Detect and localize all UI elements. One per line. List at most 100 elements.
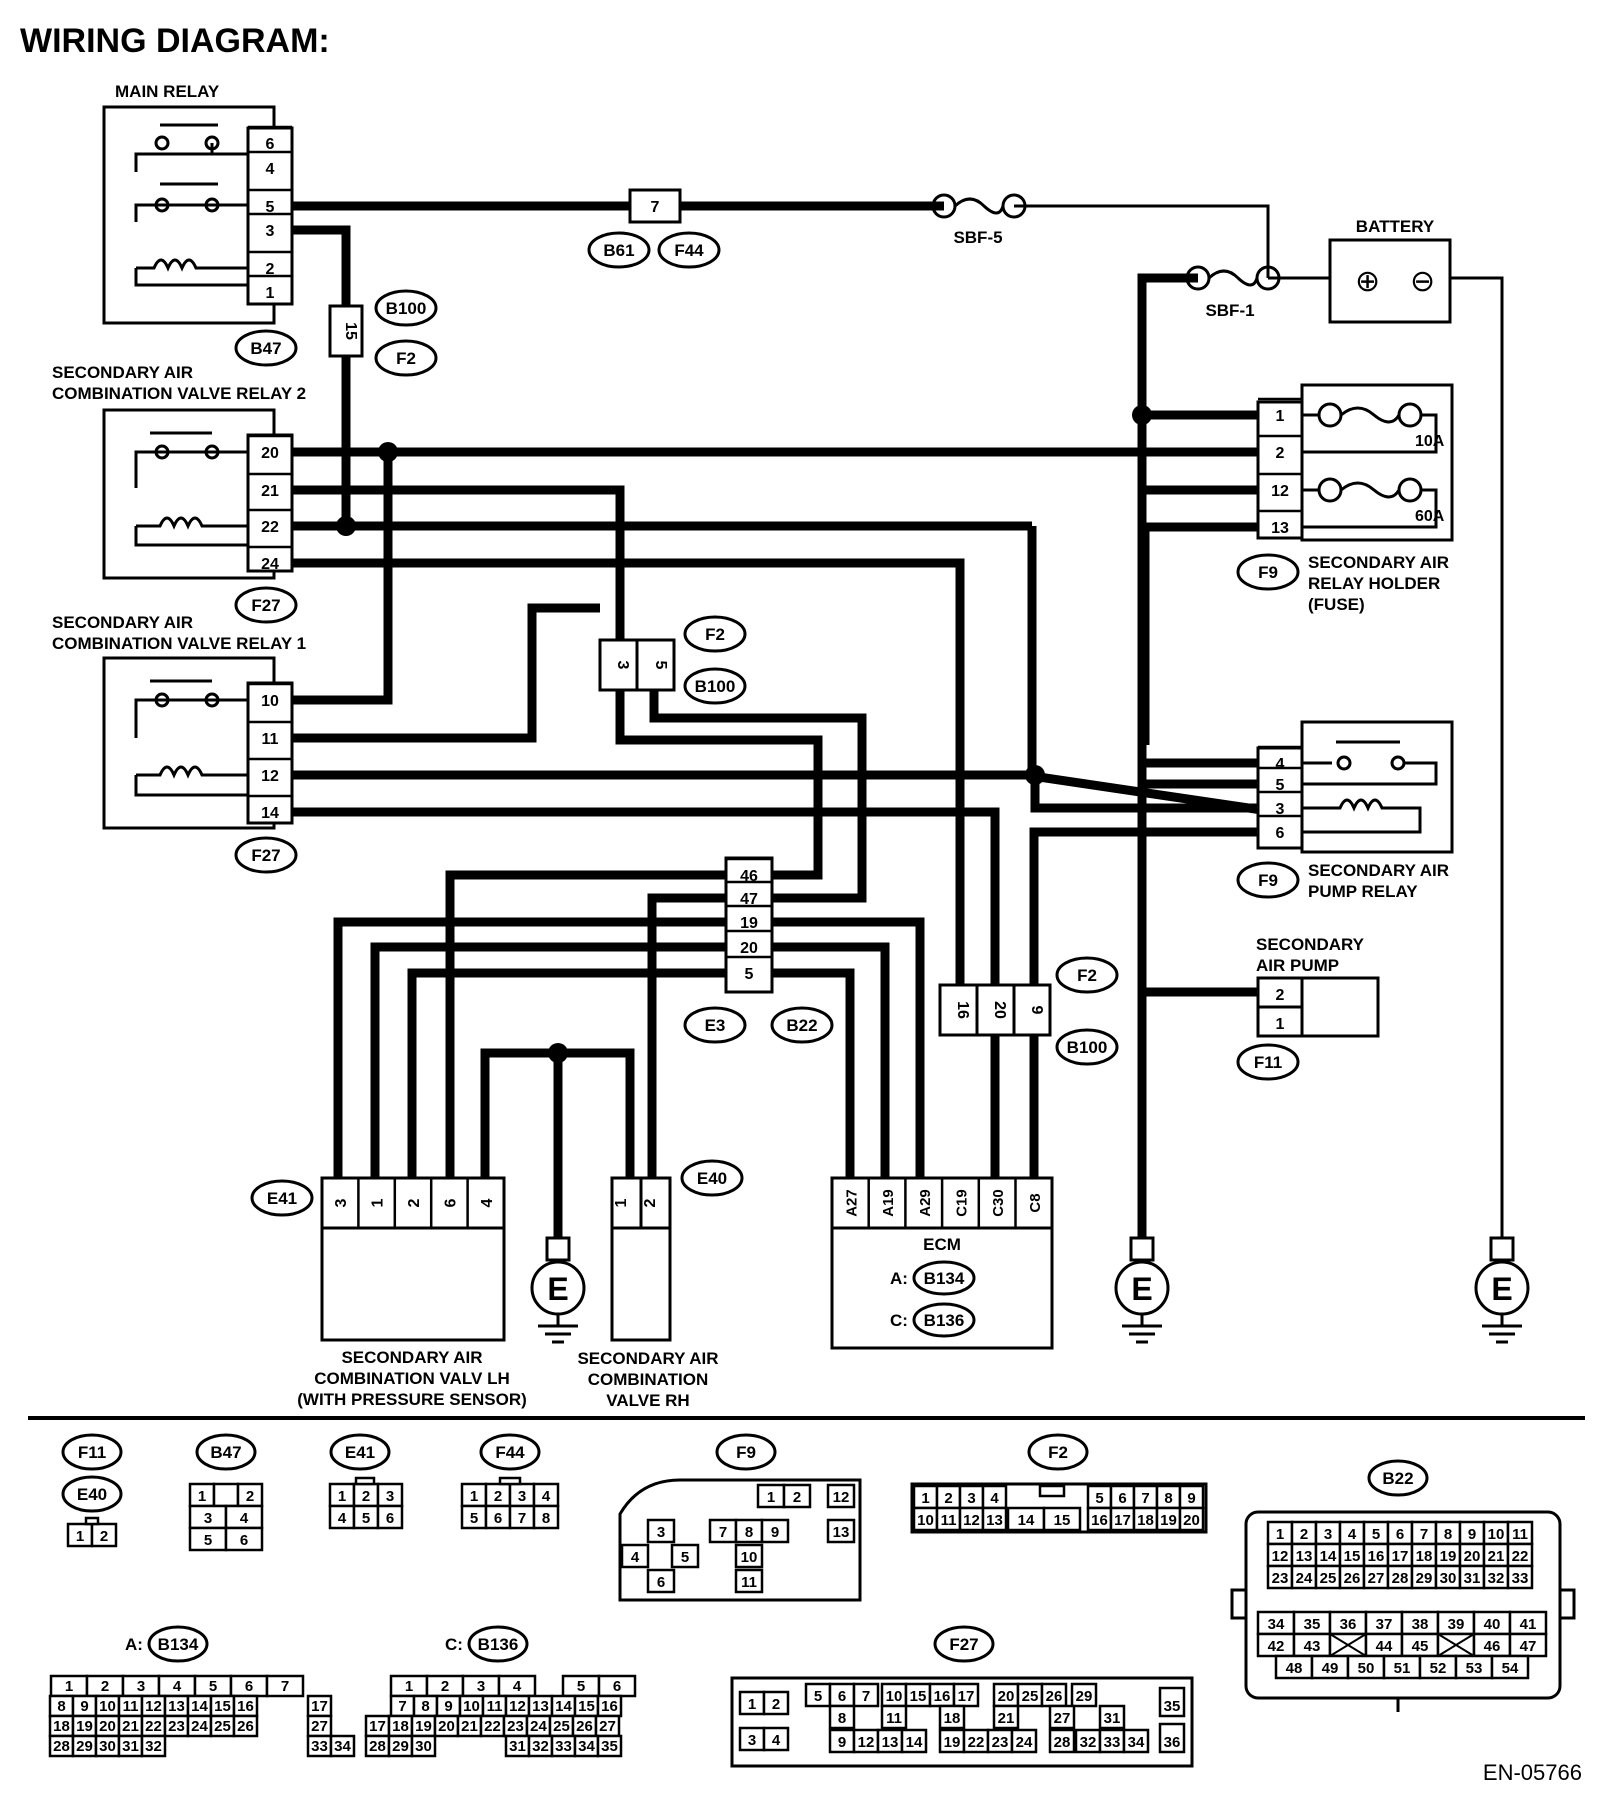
connector-pin: 31 <box>122 1738 139 1755</box>
connector-pin: 29 <box>1076 1688 1093 1705</box>
svg-text:B22: B22 <box>786 1016 817 1035</box>
connector-pin: 7 <box>1141 1490 1149 1507</box>
joint-b100-top: 15 B100 F2 <box>328 289 438 377</box>
connector-pin: 4 <box>240 1510 249 1527</box>
connector-pin: 7 <box>398 1698 406 1715</box>
connector-pin: 1 <box>198 1488 206 1505</box>
connector-pin: 24 <box>1296 1570 1313 1587</box>
connector-pin: 4 <box>173 1678 182 1695</box>
connector-pin: 3 <box>386 1488 394 1505</box>
connector-pin: 19 <box>1160 1512 1177 1529</box>
svg-text:AIR PUMP: AIR PUMP <box>1256 956 1339 975</box>
connector-pin: 19 <box>76 1718 93 1735</box>
connector-pin: 27 <box>599 1718 616 1735</box>
connector-pin: 3 <box>518 1488 526 1505</box>
connector-pin: 33 <box>311 1738 328 1755</box>
ecm-pin: A27 <box>843 1189 860 1217</box>
wires <box>290 201 1504 1238</box>
connector-pin: 32 <box>145 1738 162 1755</box>
connector-pin: 10 <box>99 1698 116 1715</box>
connector-pin: 17 <box>958 1688 975 1705</box>
connector-pin: 23 <box>168 1718 185 1735</box>
svg-text:B136: B136 <box>924 1311 965 1330</box>
svg-text:PUMP RELAY: PUMP RELAY <box>1308 882 1418 901</box>
connector-pin: 41 <box>1520 1616 1537 1633</box>
valve-lh-pin: 1 <box>370 1198 387 1207</box>
connector-pin: 3 <box>967 1490 975 1507</box>
connector-pin: 24 <box>1016 1734 1033 1751</box>
connector-pin: 36 <box>1164 1734 1181 1751</box>
valve-relay-2-pin: 24 <box>261 556 279 573</box>
connector-pin: 25 <box>553 1718 570 1735</box>
page-title: WIRING DIAGRAM: <box>20 22 330 60</box>
connector-pin: 17 <box>311 1698 328 1715</box>
svg-text:⊕: ⊕ <box>1355 265 1380 298</box>
connector-pin: 1 <box>65 1678 73 1695</box>
connector-pin: 12 <box>963 1512 980 1529</box>
connector-pin: 10 <box>741 1549 758 1566</box>
connector-pin: 3 <box>477 1678 485 1695</box>
svg-text:1: 1 <box>613 1198 630 1207</box>
svg-text:2: 2 <box>1276 987 1285 1004</box>
connector-pin: 5 <box>681 1549 689 1566</box>
connector-pin: 25 <box>1320 1570 1337 1587</box>
connector-pin: 14 <box>1018 1512 1035 1529</box>
connector-label: E40 <box>77 1485 107 1504</box>
main-relay-pin: 4 <box>266 161 275 178</box>
connector-pin: 7 <box>281 1678 289 1695</box>
fuse-sbf5: SBF-5 <box>931 193 1027 247</box>
connector-pin: 2 <box>100 1528 108 1545</box>
connector-pin: 15 <box>214 1698 231 1715</box>
connector-pin: 10 <box>463 1698 480 1715</box>
connector-pin: 24 <box>191 1718 208 1735</box>
connector-pin: 52 <box>1430 1660 1447 1677</box>
junction-dots <box>336 405 1152 1063</box>
svg-text:F2: F2 <box>396 349 416 368</box>
main-relay-pin: 1 <box>266 285 275 302</box>
connector-label: B47 <box>210 1443 241 1462</box>
valve-relay-1-pin: 10 <box>261 693 279 710</box>
connector-pin: 13 <box>1296 1548 1313 1565</box>
svg-text:COMBINATION: COMBINATION <box>588 1370 709 1389</box>
connector-pin: 4 <box>990 1490 999 1507</box>
connector-pin: 18 <box>392 1718 409 1735</box>
connector-pin: 5 <box>1372 1526 1380 1543</box>
valve-relay-2-pin: 21 <box>261 483 279 500</box>
valve-relay-2: SECONDARY AIR COMBINATION VALVE RELAY 2 … <box>52 363 306 624</box>
connector-pin: 2 <box>793 1489 801 1506</box>
connector-pin: 2 <box>772 1696 780 1713</box>
valve-relay-1-pin: 11 <box>262 731 279 748</box>
ecm-pin: C30 <box>990 1189 1007 1217</box>
connector-pin: 44 <box>1376 1638 1393 1655</box>
ground-label: E <box>547 1271 568 1307</box>
connector-pin: 3 <box>1324 1526 1332 1543</box>
connector-pin: 11 <box>941 1512 957 1529</box>
connector-pin: 17 <box>1114 1512 1131 1529</box>
connector-pin: 4 <box>772 1732 781 1749</box>
connector-label: E41 <box>345 1443 375 1462</box>
connector-pin: 1 <box>405 1678 413 1695</box>
connector-pin: 22 <box>484 1718 501 1735</box>
svg-text:F9: F9 <box>1258 871 1278 890</box>
connector-pin: 2 <box>494 1488 502 1505</box>
connector-pin: 38 <box>1412 1616 1429 1633</box>
svg-text:F44: F44 <box>674 241 704 260</box>
connector-pin: 33 <box>1512 1570 1529 1587</box>
svg-text:SECONDARY AIR: SECONDARY AIR <box>1308 553 1449 572</box>
svg-text:2: 2 <box>642 1198 659 1207</box>
connector-pin: 29 <box>392 1738 409 1755</box>
connector-pin: 6 <box>613 1678 621 1695</box>
relay-holder-pin: 2 <box>1276 445 1285 462</box>
connector-pin: 30 <box>1440 1570 1457 1587</box>
joint-e3-pin: 5 <box>745 966 754 983</box>
svg-text:F2: F2 <box>705 625 725 644</box>
connector-pin: 6 <box>1396 1526 1404 1543</box>
connector-pin: 22 <box>1512 1548 1529 1565</box>
connector-pin: 28 <box>369 1738 386 1755</box>
connector-pin: 19 <box>415 1718 432 1735</box>
connector-pin: 4 <box>338 1510 347 1527</box>
